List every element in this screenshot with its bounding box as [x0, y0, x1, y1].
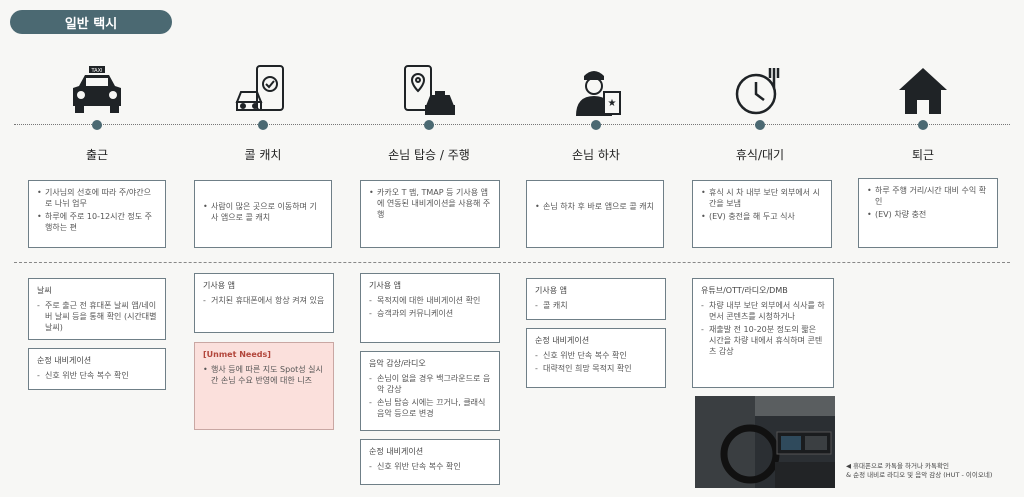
driver-rating-icon: ★ [566, 62, 626, 118]
summary-box: 휴식 시 차 내부 보단 외부에서 시간을 보냄 (EV) 충전을 해 두고 식사 [692, 180, 832, 248]
summary-item: 하루 주행 거리/시간 대비 수익 확인 [867, 185, 989, 207]
svg-text:TAXI: TAXI [91, 68, 103, 74]
detail-box-navigation: 순정 내비게이션 신호 위반 단속 복수 확인 [28, 348, 166, 390]
map-phone-taxi-icon [399, 62, 459, 118]
detail-item: 신호 위반 단속 복수 확인 [535, 350, 657, 361]
svg-text:★: ★ [608, 98, 617, 109]
unmet-needs-title: [Unmet Needs] [203, 349, 325, 360]
stage-label: 손님 탑승 / 주행 [349, 146, 509, 163]
detail-box-music: 음악 감상/라디오 손님이 없을 경우 백그라운드로 음악 감상손님 탑승 시에… [360, 351, 500, 431]
summary-box: 카카오 T 맵, TMAP 등 기사용 앱에 연동된 내비게이션을 사용해 주행 [360, 180, 500, 248]
section-title: 일반 택시 [10, 10, 172, 34]
detail-title: 기사용 앱 [203, 280, 325, 291]
summary-box: 손님 하차 후 바로 앱으로 콜 캐치 [526, 180, 664, 248]
summary-item: 하루에 주로 10-12시간 정도 주행하는 편 [37, 211, 157, 233]
detail-item: 주로 출근 전 휴대폰 날씨 앱/네이버 날씨 등을 통해 확인 (시간대별 날… [37, 300, 157, 333]
section-divider [14, 262, 1010, 263]
car-interior-photo [695, 396, 835, 488]
timeline-dot [92, 120, 102, 130]
stage-label: 콜 캐치 [183, 146, 343, 163]
detail-title: 음악 감상/라디오 [369, 358, 491, 369]
summary-item: 기사님의 선호에 따라 주/야간으로 나뉘 업무 [37, 187, 157, 209]
stage-label: 손님 하차 [516, 146, 676, 163]
stage-label: 퇴근 [843, 146, 1003, 163]
unmet-needs-box: [Unmet Needs] 행사 등에 따른 지도 Spot성 실시간 손님 수… [194, 342, 334, 430]
photo-caption-line: ◀ 휴대폰으로 카톡을 하거나 카톡확인 [846, 462, 992, 471]
detail-item: 행사 등에 따른 지도 Spot성 실시간 손님 수요 반영에 대한 니즈 [203, 364, 325, 386]
detail-item: 신호 위반 단속 복수 확인 [37, 370, 157, 381]
detail-item: 거치된 휴대폰에서 항상 켜져 있음 [203, 295, 325, 306]
timeline-dot [918, 120, 928, 130]
summary-box: 사람이 많은 곳으로 이동하며 기사 앱으로 콜 캐치 [194, 180, 332, 248]
home-icon [893, 62, 953, 118]
detail-title: 유튜브/OTT/라디오/DMB [701, 285, 825, 296]
detail-item: 손님이 없을 경우 백그라운드로 음악 감상 [369, 373, 491, 395]
detail-title: 기사용 앱 [369, 280, 491, 291]
detail-item: 재출발 전 10-20분 정도의 짧은 시간을 차량 내에서 휴식하며 콘텐츠 … [701, 324, 825, 357]
timeline-dot [424, 120, 434, 130]
photo-caption-line: & 순정 내비로 라디오 및 음악 감상 (HUT - 이이오네) [846, 471, 992, 480]
detail-box-navigation: 순정 내비게이션 신호 위반 단속 복수 확인 [360, 439, 500, 485]
detail-box-navigation: 순정 내비게이션 신호 위반 단속 복수 확인대략적인 희망 목적지 확인 [526, 328, 666, 388]
timeline-line [14, 124, 1010, 125]
detail-title: 순정 내비게이션 [37, 355, 157, 366]
detail-item: 손님 탑승 시에는 끄거나, 클래식 음악 등으로 변경 [369, 397, 491, 419]
detail-box-weather: 날씨 주로 출근 전 휴대폰 날씨 앱/네이버 날씨 등을 통해 확인 (시간대… [28, 278, 166, 340]
stage-label: 휴식/대기 [680, 146, 840, 163]
taxi-icon: TAXI [67, 62, 127, 118]
detail-item: 목적지에 대한 내비게이션 확인 [369, 295, 491, 306]
detail-item: 승객과의 커뮤니케이션 [369, 308, 491, 319]
summary-box: 하루 주행 거리/시간 대비 수익 확인 (EV) 차량 충전 [858, 178, 998, 248]
summary-item: 손님 하차 후 바로 앱으로 콜 캐치 [535, 201, 655, 212]
clock-meal-icon [730, 62, 790, 118]
stage-label: 출근 [17, 146, 177, 163]
detail-box-driver-app: 기사용 앱 목적지에 대한 내비게이션 확인승객과의 커뮤니케이션 [360, 273, 500, 343]
detail-box-driver-app: 기사용 앱 콜 캐치 [526, 278, 666, 320]
detail-title: 순정 내비게이션 [535, 335, 657, 346]
photo-caption: ◀ 휴대폰으로 카톡을 하거나 카톡확인 & 순정 내비로 라디오 및 음악 감… [846, 462, 992, 480]
detail-title: 기사용 앱 [535, 285, 657, 296]
timeline-dot [755, 120, 765, 130]
summary-item: 휴식 시 차 내부 보단 외부에서 시간을 보냄 [701, 187, 823, 209]
timeline-dot [258, 120, 268, 130]
summary-item: 카카오 T 맵, TMAP 등 기사용 앱에 연동된 내비게이션을 사용해 주행 [369, 187, 491, 220]
detail-box-content: 유튜브/OTT/라디오/DMB 차량 내부 보단 외부에서 식사를 하면서 콘텐… [692, 278, 834, 388]
detail-item: 차량 내부 보단 외부에서 식사를 하면서 콘텐츠를 시청하거나 [701, 300, 825, 322]
phone-car-check-icon [233, 62, 293, 118]
summary-item: 사람이 많은 곳으로 이동하며 기사 앱으로 콜 캐치 [203, 201, 323, 223]
detail-box-driver-app: 기사용 앱 거치된 휴대폰에서 항상 켜져 있음 [194, 273, 334, 333]
detail-title: 날씨 [37, 285, 157, 296]
summary-box: 기사님의 선호에 따라 주/야간으로 나뉘 업무하루에 주로 10-12시간 정… [28, 180, 166, 248]
summary-item: (EV) 차량 충전 [867, 209, 989, 220]
detail-item: 신호 위반 단속 복수 확인 [369, 461, 491, 472]
detail-item: 대략적인 희망 목적지 확인 [535, 363, 657, 374]
detail-title: 순정 내비게이션 [369, 446, 491, 457]
summary-item: (EV) 충전을 해 두고 식사 [701, 211, 823, 222]
timeline-dot [591, 120, 601, 130]
detail-item: 콜 캐치 [535, 300, 657, 311]
